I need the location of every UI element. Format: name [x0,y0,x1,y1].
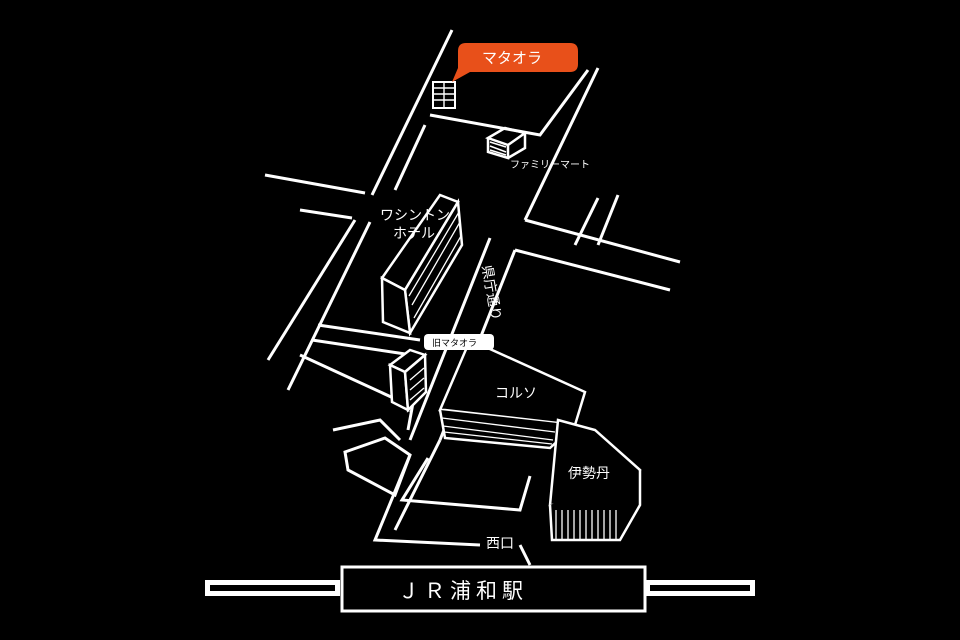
isetan-building [548,418,642,542]
street-short-right-2 [596,194,620,246]
station-box [340,565,647,613]
family-mart-building [485,126,528,160]
street-lower-left-1 [299,353,403,404]
street-hotel-west [266,219,357,361]
rail-track-left-inner [210,585,335,591]
isetan-label: 伊勢丹 [568,466,610,482]
street-cross-right-upper [524,218,681,264]
street-hotel-west-2 [286,221,372,391]
street-right-diagonal-top [523,67,600,221]
rail-line [205,580,755,596]
old-location-label: 旧マタオラ [432,338,477,349]
street-top-block-inner [429,69,590,137]
old-location-callout: 旧マタオラ [424,334,494,350]
street-upper-crossroad-left-2 [299,208,353,220]
washington-hotel-label-line2: ホテル [393,226,435,242]
street-cross-right-lower [514,248,671,292]
callout-tag-icon [424,334,494,350]
old-location-building [387,348,428,413]
street-lower-block [399,457,532,512]
west-exit-label: 西口 [486,536,514,552]
station-name: ＪＲ浦和駅 [398,579,528,603]
rail-track-right-inner [650,585,750,591]
washington-hotel-label-line1: ワシントン [380,208,450,224]
corso-label: コルソ [495,386,537,402]
street-lower-long-2 [372,454,481,547]
street-upper-crossroad-left [264,173,366,195]
street-lower-long [393,439,442,531]
washington-hotel-building [380,193,464,337]
destination-label: マタオラ [482,49,542,67]
street-lower-left-2 [332,418,402,442]
street-top-left-edge [370,29,454,196]
street-upper-inner [393,124,427,191]
street-hotel-south-2 [311,338,413,357]
family-mart-label: ファミリーマート [510,160,590,171]
destination-building [432,81,456,109]
street-short-right-1 [573,197,600,246]
destination-callout[interactable]: マタオラ [452,43,578,82]
street-exit-right [518,544,532,566]
location-pin-callout-icon [452,43,578,82]
street-hotel-south [317,323,421,342]
